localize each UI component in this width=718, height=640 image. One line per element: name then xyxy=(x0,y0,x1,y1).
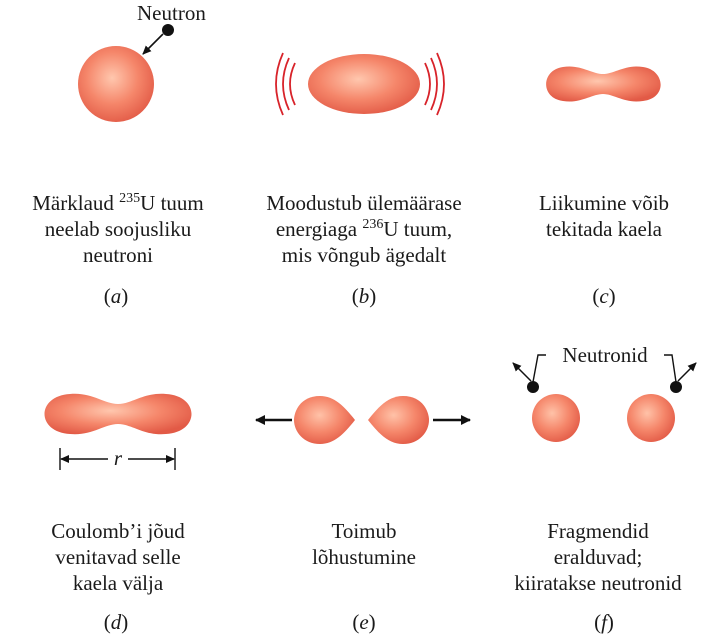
panel-label-f: (f) xyxy=(594,610,614,634)
fragment-2 xyxy=(627,394,675,442)
necked-nucleus xyxy=(546,66,661,102)
panel-label-d: (d) xyxy=(103,610,129,634)
neutron-incoming-arrow xyxy=(142,33,164,55)
panel-d-graphic: r xyxy=(44,393,192,470)
fragment-left xyxy=(294,396,355,444)
neutronid-label: Neutronid xyxy=(562,343,648,367)
neutronid-bracket-left xyxy=(532,354,546,383)
neutron-arrow-right xyxy=(677,362,697,382)
panel-label-a: (a) xyxy=(103,284,129,308)
nucleus-235u xyxy=(78,46,154,122)
caption-a: Märklaud 235U tuum neelab soojusliku neu… xyxy=(32,191,204,267)
neutron-label: Neutron xyxy=(137,1,206,25)
fragment-1 xyxy=(532,394,580,442)
panel-label-c: (c) xyxy=(592,284,616,308)
neutron-dot-right xyxy=(670,381,682,393)
panel-c-graphic xyxy=(546,66,661,102)
neutronid-bracket-right xyxy=(664,354,677,383)
caption-f: Fragmendid eralduvad; kiiratakse neutron… xyxy=(514,519,682,595)
panel-label-b: (b) xyxy=(351,284,377,308)
caption-b: Moodustub ülemäärase energiaga 236U tuum… xyxy=(266,191,462,267)
caption-c: Liikumine võib tekitada kaela xyxy=(538,191,670,241)
vibration-lines-left xyxy=(275,52,296,116)
neutron-dot xyxy=(162,24,174,36)
neutron-arrow-left xyxy=(512,362,532,382)
neutron-dot-left xyxy=(527,381,539,393)
distance-r-label: r xyxy=(114,446,123,470)
excited-nucleus-236u xyxy=(308,54,420,114)
panel-label-e: (e) xyxy=(352,610,376,634)
vibration-lines-right xyxy=(424,52,445,116)
panel-a-graphic: Neutron xyxy=(78,1,206,122)
panel-e-graphic xyxy=(255,396,471,444)
caption-e: Toimub lõhustumine xyxy=(312,519,416,569)
panel-f-graphic: Neutronid xyxy=(512,343,697,442)
fragment-right xyxy=(368,396,429,444)
caption-d: Coulomb’i jõud venitavad selle kaela väl… xyxy=(51,519,185,595)
stretched-nucleus xyxy=(44,393,192,435)
panel-b-graphic xyxy=(275,52,445,116)
